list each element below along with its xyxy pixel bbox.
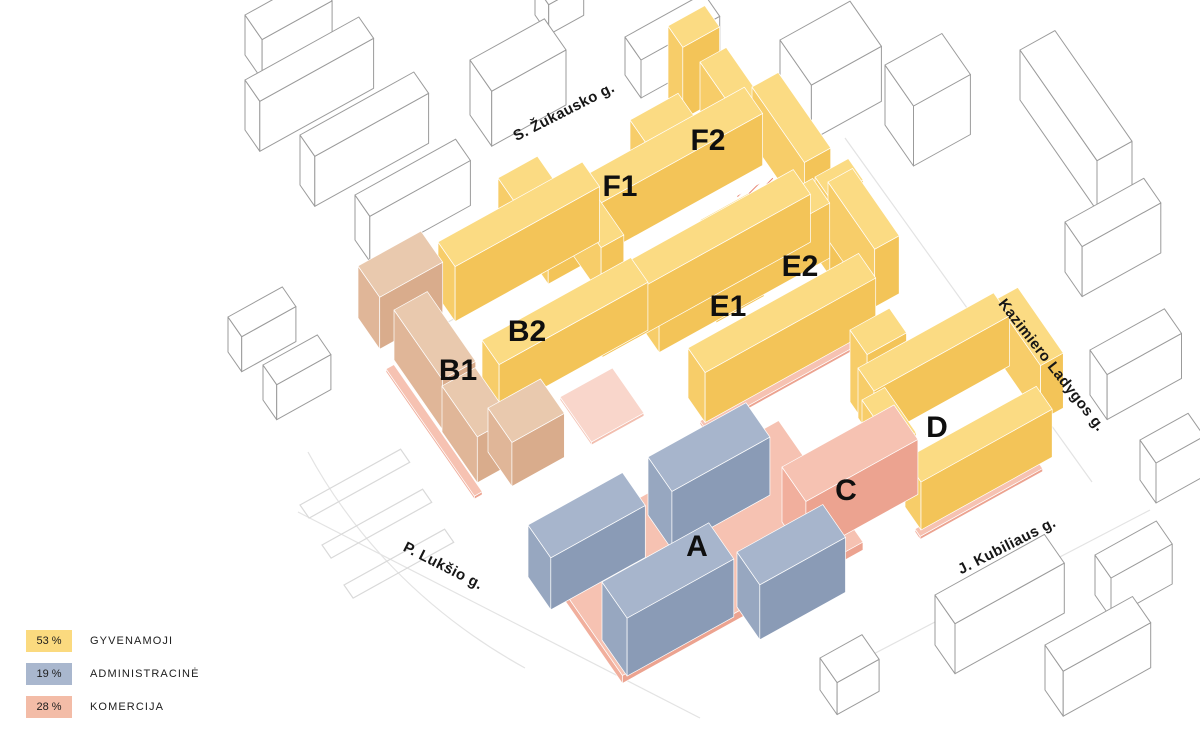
- legend-swatch-residential: 53 %: [26, 630, 72, 652]
- building-roof: [299, 71, 430, 157]
- building-roof: [857, 292, 1010, 392]
- building-roof: [559, 367, 645, 443]
- context-building: [1139, 412, 1200, 504]
- building-roof: [393, 291, 477, 381]
- building-roof: [601, 522, 735, 619]
- legend-percent-administrative: 19 %: [36, 668, 62, 680]
- building-roof: [357, 230, 444, 298]
- building-roof: [1139, 412, 1200, 464]
- building-roof: [827, 168, 900, 250]
- building-roof: [1089, 308, 1182, 376]
- block-label-f1: F1: [602, 170, 637, 203]
- context-building: [244, 16, 375, 152]
- building-roof: [544, 0, 559, 6]
- context-building: [1064, 177, 1162, 298]
- legend-label-residential: GYVENAMOJI: [90, 635, 174, 647]
- building-roof: [884, 33, 971, 107]
- building-roof: [781, 404, 919, 502]
- road-curve-access: [307, 451, 526, 669]
- building-masses: [227, 0, 1200, 717]
- road-line-luksio: [297, 511, 701, 719]
- street-label-luksio: P. Lukšio g.: [400, 539, 485, 594]
- parking-row: [299, 448, 411, 519]
- building-roof: [1044, 596, 1152, 672]
- legend-label-commercial: KOMERCIJA: [90, 701, 165, 713]
- block-label-b1: B1: [439, 354, 477, 387]
- building-face-se: [548, 0, 585, 36]
- building-roof: [1094, 520, 1173, 579]
- building-roof: [1064, 177, 1162, 248]
- legend-item-commercial: 28 % KOMERCIJA: [26, 696, 200, 718]
- parking-row: [321, 488, 433, 559]
- context-building: [884, 33, 971, 167]
- parking-row: [343, 528, 455, 599]
- commercial-ground-b1: [385, 364, 483, 500]
- legend-swatch-administrative: 19 %: [26, 663, 72, 685]
- building-roof: [687, 253, 877, 373]
- building-roof: [244, 16, 375, 102]
- building-roof: [227, 286, 297, 338]
- context-building: [262, 334, 332, 421]
- block-a-building: [601, 522, 735, 677]
- building-roof: [779, 0, 882, 86]
- legend-label-administrative: ADMINISTRACINĖ: [90, 668, 200, 680]
- building-roof: [385, 364, 483, 497]
- block-label-a: A: [686, 530, 708, 563]
- building-roof: [527, 472, 646, 559]
- building-roof: [819, 634, 880, 684]
- block-b2-building: [437, 161, 600, 322]
- building-roof: [647, 402, 771, 492]
- commercial-ground-b2: [559, 367, 645, 446]
- building-face-se: [1155, 438, 1200, 504]
- building-roof: [469, 18, 567, 92]
- legend: 53 % GYVENAMOJI 19 % ADMINISTRACINĖ 28 %…: [26, 630, 200, 718]
- building-roof: [437, 161, 600, 267]
- building-roof: [736, 504, 846, 586]
- legend-percent-residential: 53 %: [36, 635, 62, 647]
- block-label-e2: E2: [782, 250, 819, 283]
- context-building: [1019, 30, 1133, 212]
- context-building: [227, 286, 297, 373]
- block-a-building: [736, 504, 846, 641]
- block-label-e1: E1: [710, 290, 747, 323]
- block-a-building: [647, 402, 771, 550]
- building-roof: [667, 5, 720, 48]
- block-label-f2: F2: [690, 124, 725, 157]
- building-roof: [751, 72, 832, 163]
- legend-swatch-commercial: 28 %: [26, 696, 72, 718]
- context-building: [244, 0, 333, 81]
- building-roof: [481, 257, 649, 365]
- building-roof: [354, 138, 471, 217]
- building-roof: [262, 334, 332, 386]
- building-roof: [487, 378, 565, 443]
- building-roof: [1019, 30, 1133, 162]
- legend-item-residential: 53 % GYVENAMOJI: [26, 630, 200, 652]
- context-building: [819, 634, 880, 716]
- legend-item-administrative: 19 % ADMINISTRACINĖ: [26, 663, 200, 685]
- block-e-building: [687, 253, 877, 423]
- context-building: [1089, 308, 1182, 421]
- block-a-building: [527, 472, 646, 611]
- building-roof: [994, 287, 1064, 366]
- building-roof: [849, 307, 907, 355]
- block-label-b2: B2: [508, 315, 546, 348]
- block-label-d: D: [926, 411, 948, 444]
- context-building: [469, 18, 567, 147]
- building-roof: [244, 0, 333, 41]
- block-label-c: C: [835, 474, 857, 507]
- block-labels: F2 F1 E2 E1 B2 B1 D C A: [439, 124, 948, 563]
- context-building: [299, 71, 430, 207]
- context-building: [1044, 596, 1152, 717]
- context-building: [934, 533, 1065, 675]
- context-building: [354, 138, 471, 262]
- block-b1-building: [487, 378, 565, 487]
- building-roof: [934, 533, 1065, 625]
- block-b2-building: [481, 257, 649, 413]
- legend-percent-commercial: 28 %: [36, 701, 62, 713]
